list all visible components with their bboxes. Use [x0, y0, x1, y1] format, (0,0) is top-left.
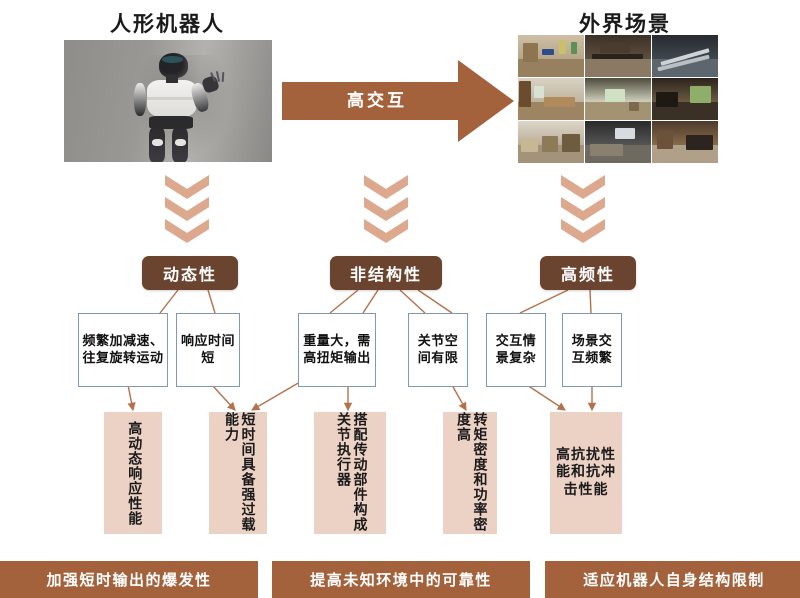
conclusion-banner-1[interactable]: 加强短时输出的爆发性: [0, 561, 258, 598]
conclusion-banner-2[interactable]: 提高未知环境中的可靠性: [272, 561, 530, 598]
humanoid-robot-image: [64, 40, 272, 162]
scene-thumb: [518, 78, 584, 120]
chevron-icon: [165, 219, 209, 243]
high-interaction-arrow: 高交互: [282, 60, 514, 142]
scene-thumb: [585, 78, 651, 120]
factor-box-6[interactable]: 场景交互频繁: [562, 313, 622, 387]
scene-thumb: [585, 35, 651, 77]
high-interaction-arrow-label: 高交互: [347, 91, 407, 110]
factor-box-3[interactable]: 重量大，需高扭矩输出: [298, 313, 376, 387]
scene-thumb: [652, 121, 718, 163]
scene-thumb: [585, 121, 651, 163]
requirement-box-1[interactable]: 高动态响应性能: [104, 412, 162, 534]
external-scene-image-grid: [518, 35, 718, 163]
category-box-high-frequency[interactable]: 高频性: [540, 256, 636, 290]
chevron-icon: [165, 197, 209, 221]
factor-box-3-text: 重量大，需高扭矩输出: [303, 333, 371, 365]
requirement-box-3[interactable]: 搭配传动部件构成关节执行器: [314, 412, 386, 534]
factor-box-2[interactable]: 响应时间短: [176, 313, 240, 387]
factor-box-2-text: 响应时间短: [180, 333, 235, 365]
factor-box-5-text: 交互情景复杂: [495, 333, 537, 365]
category-box-dynamic[interactable]: 动态性: [142, 256, 238, 290]
chevron-stack-left: [165, 175, 209, 247]
scene-thumb: [518, 35, 584, 77]
factor-box-1[interactable]: 频繁加减速、往复旋转运动: [78, 313, 168, 387]
factor-box-6-text: 场景交互频繁: [571, 333, 613, 365]
requirement-box-1-text: 高动态响应性能: [126, 420, 142, 526]
conclusion-banner-3[interactable]: 适应机器人自身结构限制: [545, 561, 800, 598]
chevron-icon: [561, 175, 605, 199]
requirement-box-3-text: 搭配传动部件构成关节执行器: [335, 412, 367, 532]
chevron-icon: [364, 197, 408, 221]
chevron-icon: [364, 219, 408, 243]
factor-box-1-text: 频繁加减速、往复旋转运动: [82, 333, 164, 365]
factor-box-5[interactable]: 交互情景复杂: [486, 313, 546, 387]
requirement-box-2-text: 短时间具备强过载能力: [223, 412, 255, 532]
chevron-stack-middle: [364, 175, 408, 247]
chevron-icon: [561, 219, 605, 243]
scene-thumb: [652, 35, 718, 77]
chevron-icon: [364, 175, 408, 199]
requirement-box-4-text: 转矩密度和功率密度高: [455, 412, 487, 532]
scene-thumb: [518, 121, 584, 163]
chevron-icon: [561, 197, 605, 221]
requirement-box-5-text: 高抗扰性能和抗冲击性能: [556, 448, 616, 498]
page-title-left: 人形机器人: [110, 12, 225, 36]
requirement-box-4[interactable]: 转矩密度和功率密度高: [443, 412, 497, 534]
factor-box-4-text: 关节空间有限: [417, 333, 459, 365]
category-box-unstructured[interactable]: 非结构性: [330, 256, 442, 290]
requirement-box-2[interactable]: 短时间具备强过载能力: [209, 412, 267, 534]
chevron-icon: [165, 175, 209, 199]
scene-thumb: [652, 78, 718, 120]
page-title-right: 外界场景: [579, 12, 671, 36]
chevron-stack-right: [561, 175, 605, 247]
factor-box-4[interactable]: 关节空间有限: [408, 313, 468, 387]
requirement-box-5[interactable]: 高抗扰性能和抗冲击性能: [550, 412, 622, 534]
